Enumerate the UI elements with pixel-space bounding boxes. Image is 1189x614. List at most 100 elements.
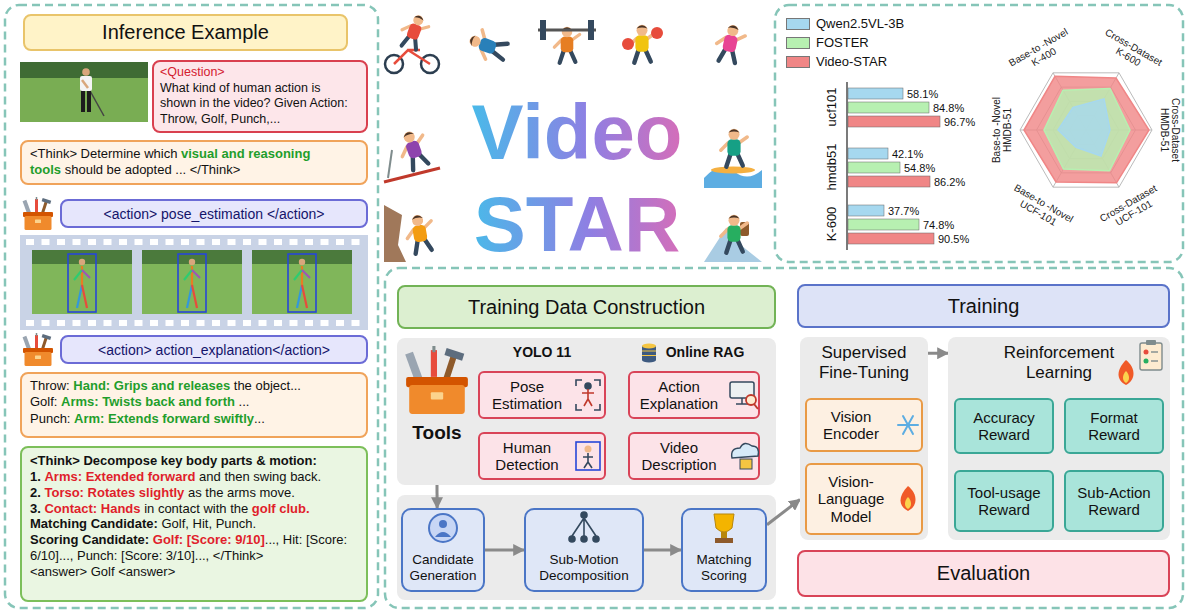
video-frame-part (32, 250, 132, 314)
text-line: Matching Candidate:Golf, Hit, Punch. (30, 516, 358, 532)
detection-icon-part (585, 446, 592, 453)
bar (848, 205, 884, 216)
text-line: <Question> (160, 65, 360, 81)
sport-icon (384, 127, 440, 182)
node-text: Pose Estimation (492, 378, 562, 412)
film-strip-part (228, 320, 236, 326)
text-line: Reinforcement Learning (988, 343, 1130, 384)
diagram-title: Video STAR (452, 86, 702, 270)
radar-series (1024, 76, 1149, 183)
text-line: Candidate Generation (406, 552, 480, 584)
section-header: Inference Example (23, 14, 348, 51)
node-text: Torso: Rotates slightly (44, 485, 184, 500)
film-strip-part (228, 239, 236, 245)
evaluation-box: Evaluation (797, 550, 1170, 597)
database-icon (642, 344, 656, 363)
candidate-icon (429, 514, 457, 542)
radar-series (1058, 99, 1110, 156)
film-strip-part (197, 320, 205, 326)
film-strip-part (212, 320, 220, 326)
video-frame-part (68, 254, 96, 312)
node-text: Throw: (30, 378, 70, 393)
training-stage: Supervised Fine-TuningVision EncoderVisi… (800, 337, 928, 540)
explanation-icon (730, 382, 758, 409)
film-strip-part (104, 239, 112, 245)
decomposition-icon-part (569, 536, 575, 542)
pose-icon-part (576, 380, 600, 410)
node-text: <Think> Decompose key body parts & motio… (30, 453, 317, 468)
detection-icon-part (576, 442, 600, 470)
node-text: ... (254, 411, 265, 426)
candidate-icon-part (439, 520, 447, 528)
section-header: Training Data Construction (397, 285, 776, 329)
film-strip-part (290, 239, 298, 245)
video-frame (142, 250, 242, 314)
film-strip-part (352, 320, 360, 326)
sport-icon (385, 11, 439, 73)
film-strip-part (42, 320, 50, 326)
explanation-icon-part (741, 398, 743, 404)
text-line: <action> pose_estimation </action> (66, 206, 362, 222)
node-text: Tools (402, 422, 472, 444)
film-strip-part (26, 320, 34, 326)
film-strip-part (181, 320, 189, 326)
sport-icon-part (540, 20, 546, 40)
flow-arrow (435, 485, 438, 508)
bar-axis (847, 82, 848, 250)
node-text: golf club. (252, 501, 310, 516)
video-frame-part (302, 270, 310, 278)
sport-icon-part (404, 213, 437, 255)
clipboard-icon (1140, 340, 1162, 370)
trophy-icon-part (714, 514, 734, 532)
film-strip-part (166, 239, 174, 245)
video-frame-part (192, 270, 200, 278)
film-strip-part (88, 239, 96, 245)
text-line: What kind of human action is shown in th… (160, 81, 360, 128)
text-line: Vision-Language Model (811, 473, 891, 525)
text-line: Format Reward (1070, 409, 1158, 444)
snowflake-icon-part (898, 424, 918, 426)
node-text: Matching Candidate: (30, 516, 158, 531)
video-frame-part (79, 259, 85, 265)
dashed-panel-part (775, 5, 1183, 262)
toolbox-icon (23, 197, 53, 230)
text-line: Training Data Construction (403, 296, 770, 319)
description-icon-part (740, 459, 752, 469)
node-text: 2. (30, 485, 41, 500)
text-line: Inference Example (29, 21, 342, 44)
video-frame-part (294, 270, 302, 280)
sport-icon (704, 215, 762, 262)
axis-category: ucf101 (824, 87, 839, 126)
text-line: Throw:Hand: Grips and releasesthe object… (30, 378, 358, 394)
sport-icon-part (384, 205, 406, 262)
fire-icon-part (905, 497, 911, 509)
film-strip-part (20, 235, 368, 330)
node-text: <action> action_explanation</action> (98, 342, 330, 358)
film-strip-part (135, 320, 143, 326)
video-frame-part (81, 266, 83, 285)
trophy-icon-part (721, 532, 727, 538)
video-frame-part (142, 250, 242, 314)
pose-icon-part (582, 389, 594, 406)
pipeline-step: Candidate Generation (401, 508, 485, 592)
video-frame-part (74, 270, 82, 280)
text-line: Action Explanation (634, 378, 724, 413)
sport-icon-part (721, 129, 747, 167)
fire-icon (1119, 360, 1134, 385)
pose-icon (576, 380, 600, 410)
node-text: Training (948, 295, 1020, 317)
film-strip-part (119, 320, 127, 326)
text-line: Tool-usage Reward (960, 484, 1048, 519)
video-frame-photo-part (20, 62, 148, 78)
film-strip-part (42, 239, 50, 245)
text-line: Accuracy Reward (960, 409, 1048, 444)
node-text: <action> pose_estimation </action> (103, 206, 324, 222)
film-strip-part (212, 239, 220, 245)
decomposition-icon-part (572, 518, 596, 536)
node-text: Vision Encoder (823, 408, 879, 442)
sport-icon-part (395, 127, 433, 172)
film-strip-part (57, 320, 65, 326)
node-text: Tool-usage Reward (967, 484, 1040, 518)
node-text: Hand: Grips and releases (73, 378, 230, 393)
description-icon (732, 443, 759, 469)
